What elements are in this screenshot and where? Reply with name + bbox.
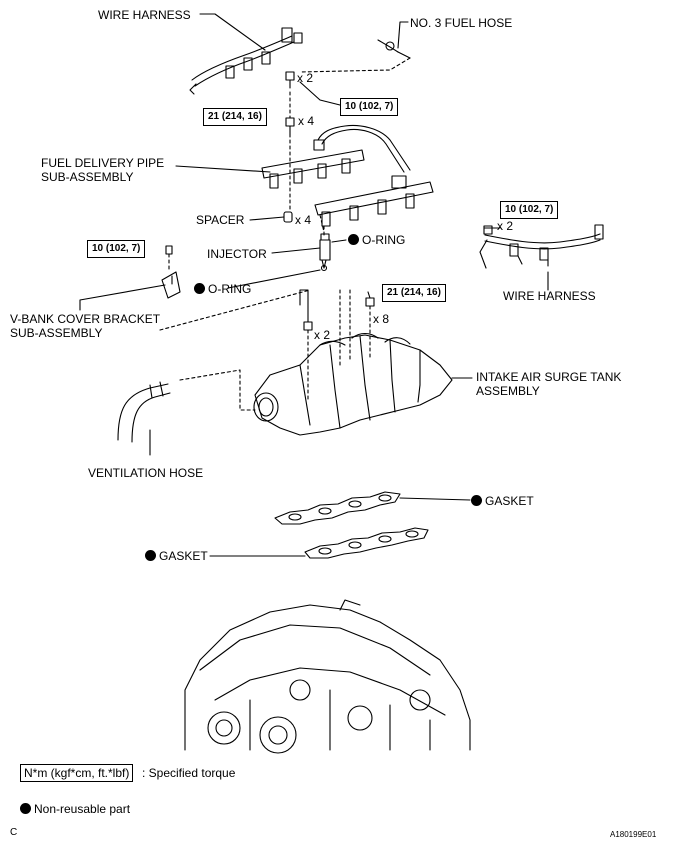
count-x2-right: x 2	[497, 219, 514, 233]
legend-nonreusable: Non-reusable part	[20, 802, 130, 816]
intake-tank-part	[253, 332, 453, 436]
nonreusable-dot-icon	[471, 495, 482, 506]
torque-box-pipe: 21 (214, 16)	[203, 108, 267, 126]
label-wire-harness-top: WIRE HARNESS	[98, 8, 191, 22]
torque-box-bracket: 10 (102, 7)	[87, 240, 146, 258]
wire-harness-right-part	[479, 224, 604, 269]
count-x4-spacer: x 4	[295, 213, 312, 227]
label-o-ring-lower: O-RING	[194, 282, 251, 296]
legend-torque-desc: : Specified torque	[142, 766, 236, 780]
label-gasket-upper: GASKET	[471, 494, 534, 508]
spacer-part	[283, 211, 293, 223]
legend-torque-units: N*m (kgf*cm, ft.*lbf)	[20, 764, 134, 782]
label-ventilation-hose: VENTILATION HOSE	[88, 466, 204, 480]
leader-lines	[79, 13, 549, 557]
fuel-hose-part	[377, 39, 411, 59]
label-intake-tank: INTAKE AIR SURGE TANK ASSEMBLY	[476, 370, 622, 398]
label-wire-harness-right: WIRE HARNESS	[503, 289, 596, 303]
engine-block-part	[184, 599, 471, 754]
fuel-delivery-pipe-rear	[261, 124, 411, 189]
wire-harness-top-part	[189, 27, 303, 95]
gasket-upper-part	[274, 491, 401, 525]
vbank-bracket-part	[161, 245, 181, 299]
gasket-lower-part	[304, 527, 429, 559]
fuel-delivery-pipe-front	[314, 175, 434, 227]
ventilation-hose-part	[117, 381, 171, 443]
nonreusable-dot-icon	[194, 283, 205, 294]
assembly-guide-lines-top	[159, 57, 411, 331]
tank-bolt	[303, 297, 375, 331]
count-x2-top: x 2	[297, 71, 314, 85]
nonreusable-dot-icon	[348, 234, 359, 245]
footer-code-right: A180199E01	[610, 830, 657, 839]
nonreusable-dot-icon	[145, 550, 156, 561]
label-vbank-bracket: V-BANK COVER BRACKET SUB-ASSEMBLY	[10, 312, 161, 340]
pipe-bolt	[285, 117, 295, 135]
label-gasket-lower: GASKET	[145, 549, 208, 563]
label-o-ring-upper: O-RING	[348, 233, 405, 247]
injector-part	[319, 233, 331, 272]
label-injector: INJECTOR	[207, 247, 267, 261]
count-x8-tank: x 8	[373, 312, 390, 326]
torque-box-harness-right: 10 (102, 7)	[500, 201, 559, 219]
torque-box-harness-top: 10 (102, 7)	[340, 98, 399, 116]
assembly-guide-lines-mid	[179, 289, 371, 411]
label-no3-fuel-hose: NO. 3 FUEL HOSE	[410, 16, 513, 30]
torque-box-tank: 21 (214, 16)	[382, 284, 446, 302]
count-x2-tank: x 2	[314, 328, 331, 342]
count-x4-pipe: x 4	[298, 114, 315, 128]
harness-bolt-top	[285, 71, 295, 89]
label-spacer: SPACER	[196, 213, 245, 227]
nonreusable-dot-icon	[20, 803, 31, 814]
label-fuel-delivery-pipe: FUEL DELIVERY PIPE SUB-ASSEMBLY	[41, 156, 165, 184]
footer-code-left: C	[10, 827, 18, 838]
